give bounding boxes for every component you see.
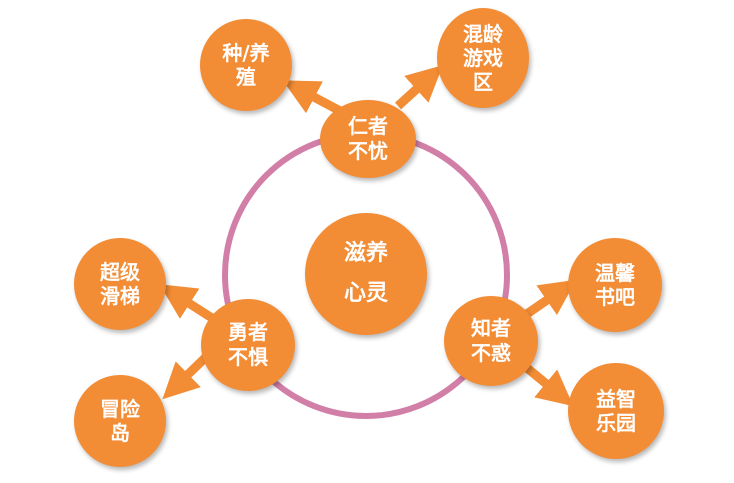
- leaf-right-top: 温馨 书吧: [568, 238, 662, 332]
- leaf-top-right: 混龄 游戏 区: [437, 8, 529, 108]
- center-line-2: 心灵: [343, 281, 388, 306]
- arrow-left-to-left-bottom: [162, 352, 211, 400]
- leaf-top-right-line-2: 游戏: [463, 46, 503, 70]
- leaf-right-bottom: 益智 乐园: [568, 363, 664, 459]
- leaf-right-bottom-line-1: 益智: [596, 387, 636, 411]
- leaf-right-bottom-line-2: 乐园: [596, 411, 636, 435]
- leaf-right-top-line-1: 温馨: [595, 261, 635, 285]
- arrow-top-to-top-left: [282, 80, 345, 116]
- center-node: 滋养 心灵: [305, 213, 427, 335]
- leaf-left-top-line-2: 滑梯: [100, 284, 140, 308]
- arrow-top-to-top-right: [394, 65, 443, 110]
- leaf-left-bottom-line-2: 岛: [110, 421, 130, 445]
- hub-left-line-2: 不惧: [228, 345, 268, 369]
- leaf-top-left-line-1: 种/养: [222, 41, 270, 65]
- leaf-left-top-line-1: 超级: [100, 260, 140, 284]
- leaf-top-right-line-1: 混龄: [463, 22, 503, 46]
- center-line-1: 滋养: [343, 241, 388, 267]
- leaf-left-bottom-line-1: 冒险: [100, 397, 140, 421]
- arrow-left-to-left-top: [159, 284, 215, 322]
- hub-right-line-2: 不惑: [471, 341, 511, 365]
- leaf-top-left: 种/养 殖: [200, 19, 292, 111]
- hub-top-line-2: 不忧: [348, 139, 388, 163]
- leaf-right-top-line-2: 书吧: [595, 285, 635, 309]
- leaf-left-bottom: 冒险 岛: [74, 375, 166, 467]
- leaf-left-top: 超级 滑梯: [74, 238, 166, 330]
- leaf-top-right-line-3: 区: [473, 70, 493, 94]
- hub-top-line-1: 仁者: [348, 114, 388, 138]
- hub-left-line-1: 勇者: [228, 320, 268, 344]
- hub-right-line-1: 知者: [471, 316, 511, 340]
- leaf-top-left-line-2: 殖: [236, 65, 256, 89]
- hub-left: 勇者 不惧: [201, 299, 295, 391]
- hub-right: 知者 不惑: [444, 296, 538, 386]
- hub-top: 仁者 不忧: [320, 100, 416, 178]
